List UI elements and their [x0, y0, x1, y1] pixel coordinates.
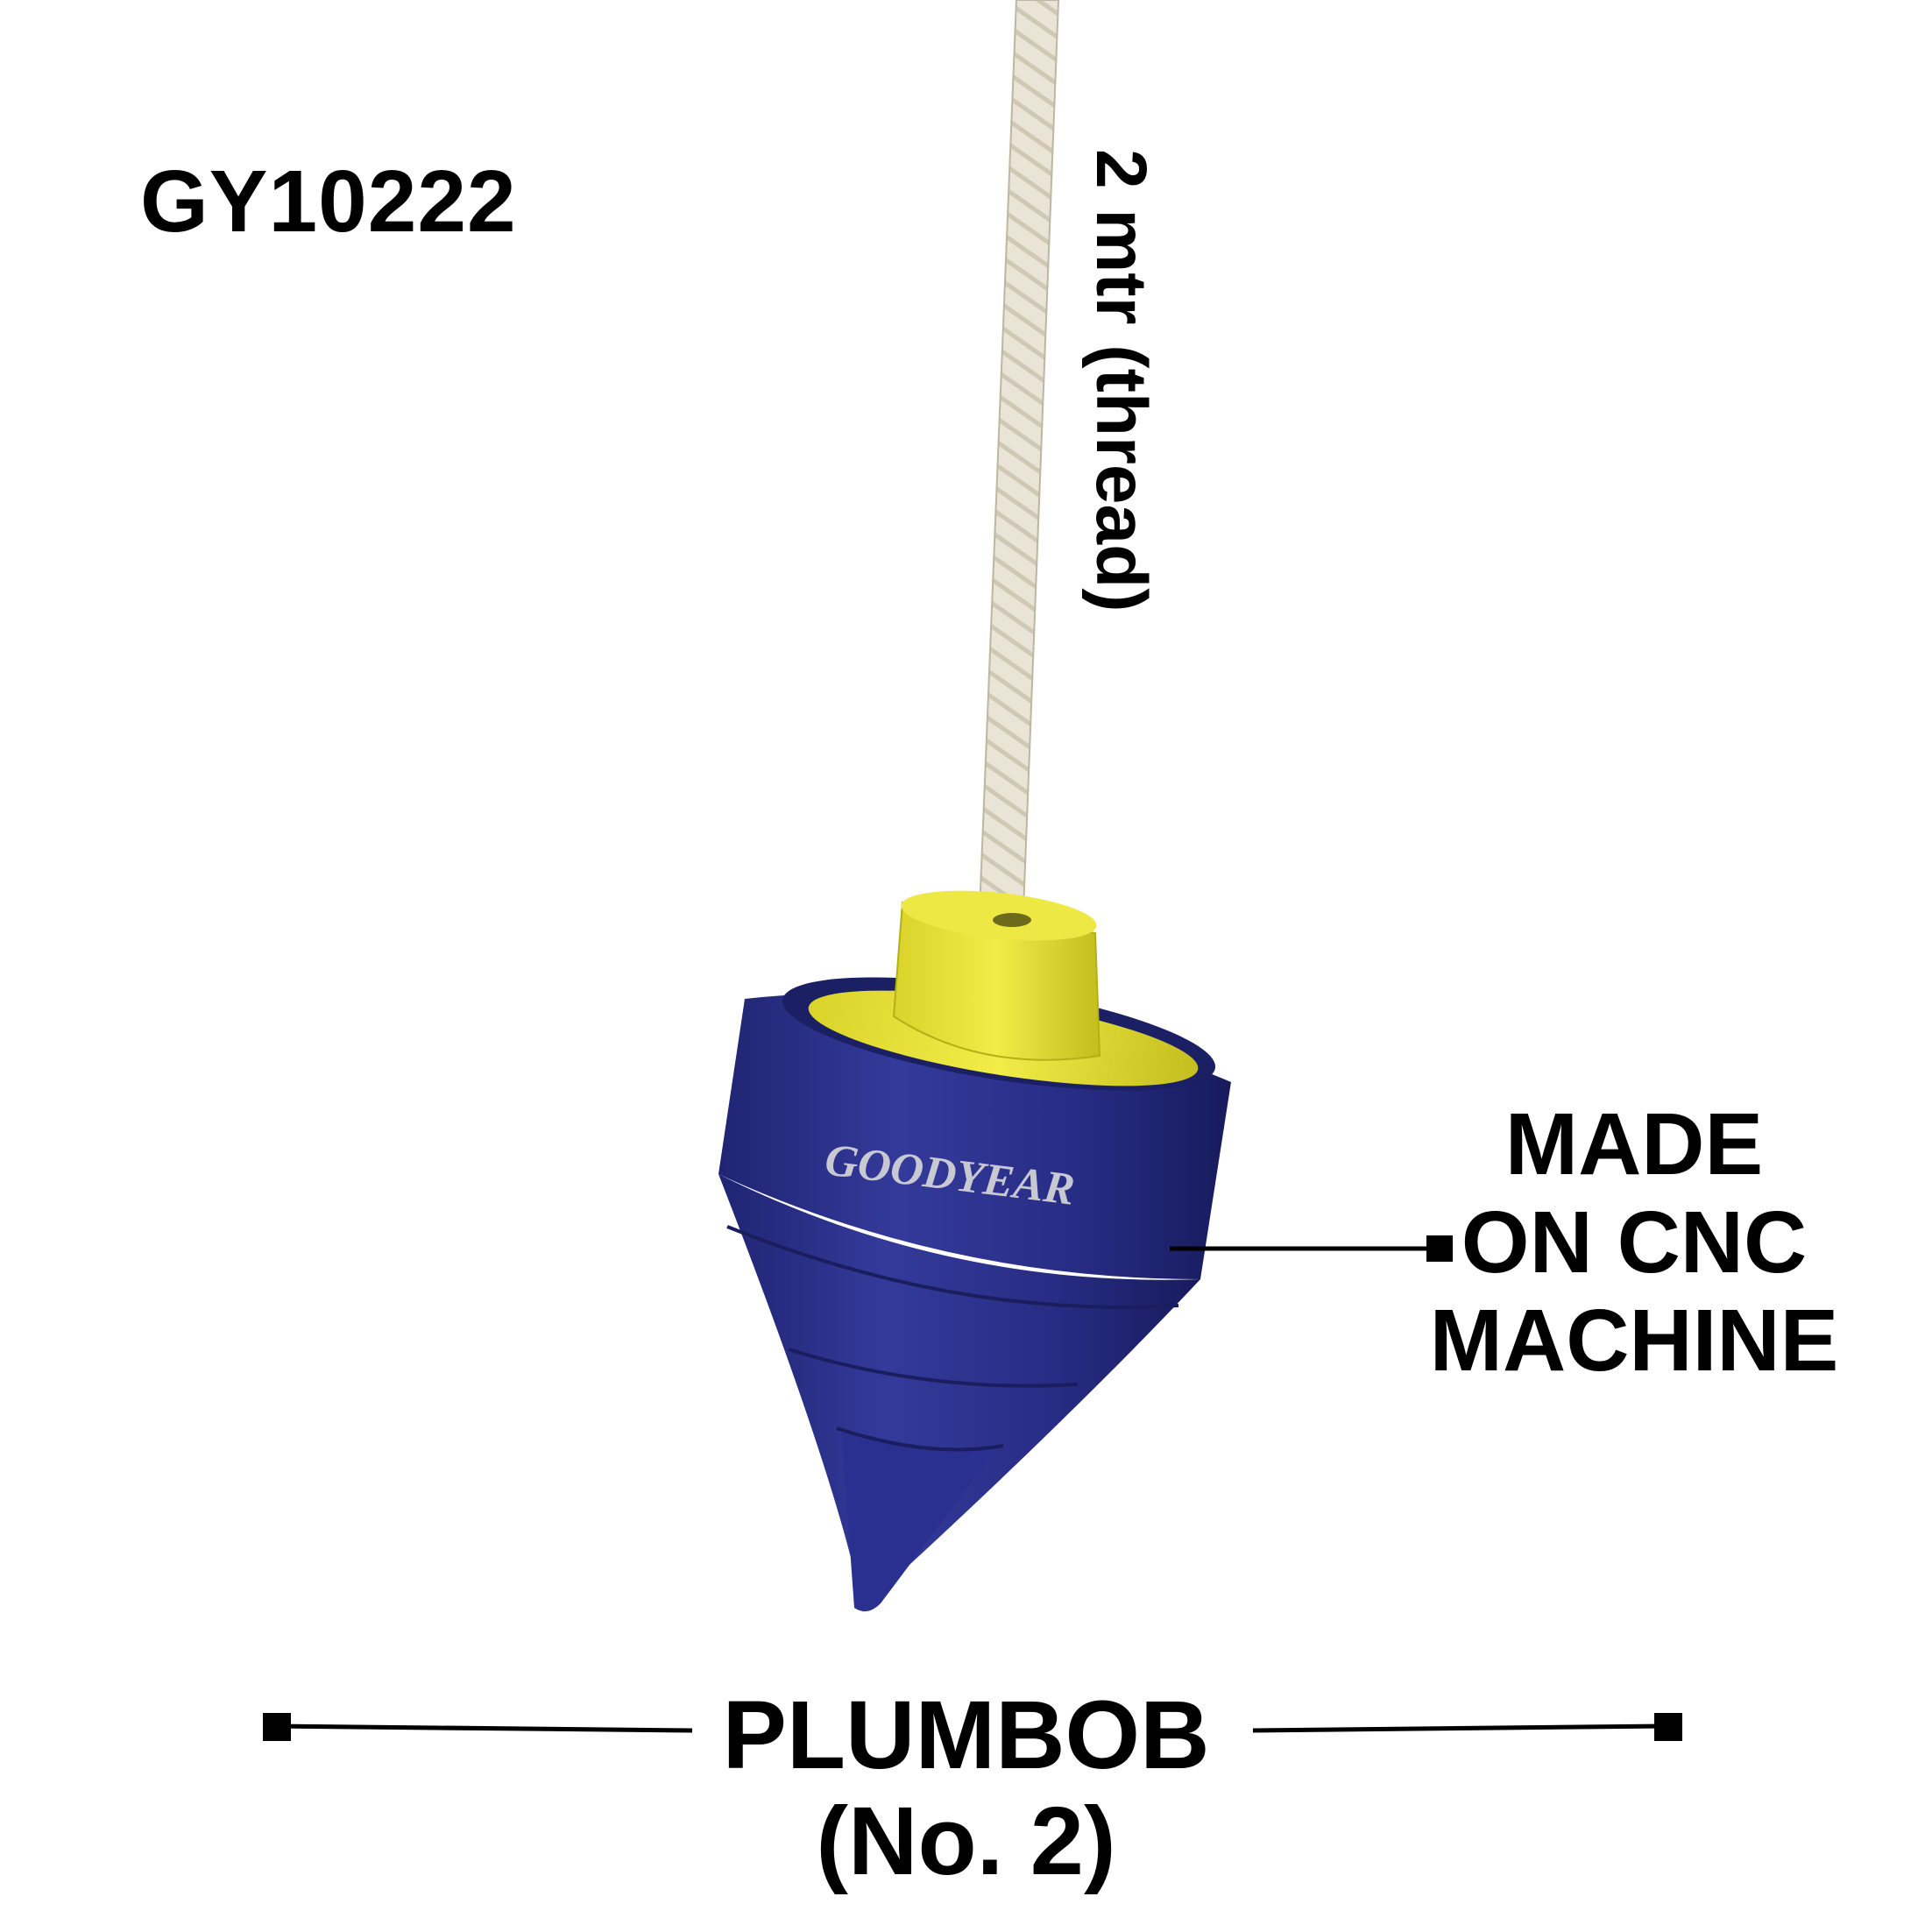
- plumbob-tip: [841, 1428, 999, 1611]
- thread-length-label: 2 mtr (thread): [1081, 149, 1161, 612]
- thread-hole: [993, 913, 1031, 927]
- dimension-line-left: [271, 1723, 693, 1733]
- dimension-marker-left: [263, 1713, 291, 1741]
- feature-line: MACHINE: [1429, 1292, 1839, 1390]
- cap-cylinder: [892, 901, 1101, 1061]
- dimension-marker-right: [1654, 1713, 1682, 1741]
- product-label: PLUMBOB (No. 2): [0, 1682, 1932, 1894]
- cnc-feature-label: MADE ON CNC MACHINE: [1402, 1095, 1866, 1390]
- product-size: (No. 2): [816, 1787, 1116, 1895]
- feature-line: MADE: [1504, 1095, 1764, 1193]
- thread-label-container: 2 mtr (thread): [1034, 149, 1192, 780]
- feature-line: ON CNC: [1461, 1193, 1808, 1292]
- product-name: PLUMBOB: [722, 1681, 1210, 1789]
- dimension-line-right: [1252, 1723, 1666, 1733]
- cnc-callout-marker: [1426, 1235, 1453, 1262]
- plumbob-cone: [718, 1174, 1200, 1612]
- sku-label: GY10222: [140, 152, 517, 251]
